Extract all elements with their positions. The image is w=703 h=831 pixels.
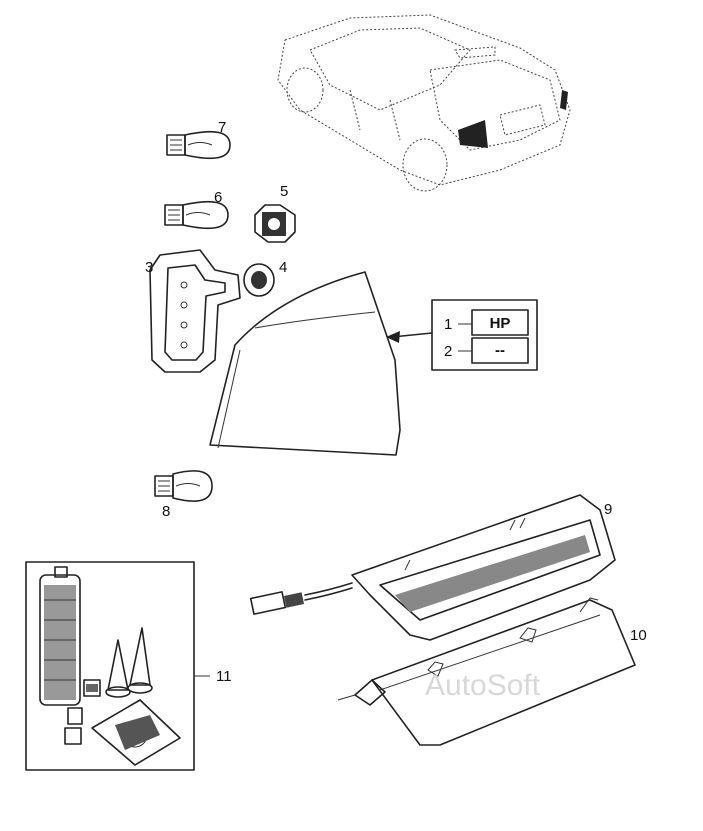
grommet-4-icon (243, 263, 275, 297)
car-illustration (277, 14, 571, 192)
caps-icon (64, 679, 101, 745)
callout-9: 9 (604, 501, 612, 518)
bulb-7-icon (166, 130, 231, 160)
callout-3: 3 (145, 259, 153, 276)
table-row-1-label: 1 (444, 316, 452, 333)
bulb-8-icon (154, 470, 213, 502)
callout-4: 4 (279, 259, 287, 276)
bulb-holder-5-icon (254, 204, 296, 243)
sealant-cartridge-icon (39, 566, 81, 706)
callout-6: 6 (214, 189, 222, 206)
tail-lamp-icon (209, 271, 401, 456)
table-row-1-value: HP (490, 315, 511, 332)
brake-lamp-9-icon (351, 494, 616, 641)
variant-table (431, 299, 538, 371)
bulb-6-icon (164, 200, 229, 230)
callout-10: 10 (630, 627, 647, 644)
wiring-connector-icon (249, 582, 353, 615)
callout-7: 7 (218, 119, 226, 136)
nozzle-icon (105, 627, 153, 698)
cover-10-icon (337, 597, 636, 746)
callout-5: 5 (280, 183, 288, 200)
callout-11: 11 (216, 668, 232, 685)
table-row-2-label: 2 (444, 343, 452, 360)
watermark: AutoSoft (425, 669, 541, 702)
table-row-2-value: -- (495, 342, 505, 359)
packet-icon (91, 699, 181, 766)
gasket-3-icon (149, 249, 241, 373)
callout-8: 8 (162, 503, 170, 520)
sealant-kit-11-box (25, 561, 210, 771)
